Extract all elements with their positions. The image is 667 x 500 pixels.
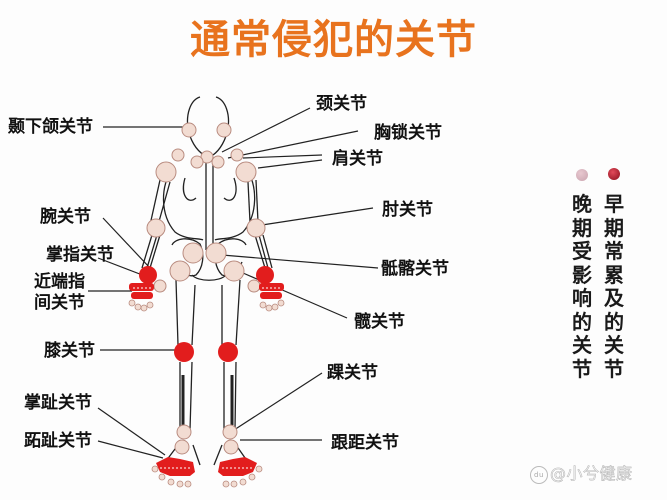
- label-wrist-joint: 腕关节: [40, 207, 91, 227]
- label-mtp-joint: 掌趾关节: [24, 393, 92, 413]
- label-shoulder-joint: 肩关节: [332, 149, 383, 169]
- tmj-right-joint: [216, 122, 232, 138]
- shoulder-right-joint: [235, 161, 257, 183]
- elbow-left-joint: [146, 218, 166, 238]
- label-elbow-joint: 肘关节: [382, 200, 433, 220]
- label-knee-joint: 膝关节: [44, 341, 95, 361]
- hand-highlights: [133, 287, 281, 469]
- thumb-right-joint: [247, 279, 261, 293]
- diagram-title: 通常侵犯的关节: [190, 17, 477, 63]
- tmj-left-joint: [181, 122, 197, 138]
- label-subtalar-joint: 跟距关节: [331, 433, 399, 453]
- knee-right-joint: [218, 342, 238, 362]
- knee-left-joint: [174, 342, 194, 362]
- watermark-text: @小兮健康: [550, 464, 633, 484]
- acromioclavicular-left-joint: [171, 148, 185, 162]
- elbow-right-joint: [246, 218, 266, 238]
- watermark: du@小兮健康: [530, 460, 633, 484]
- shoulder-left-joint: [155, 161, 177, 183]
- pale-pink-dot-icon: [576, 169, 588, 181]
- pip-left-joints: [131, 292, 153, 299]
- mtp-left-joints: [156, 457, 195, 476]
- sternoclavicular-left-joint: [190, 155, 204, 169]
- sacroiliac-left-joint: [182, 242, 204, 264]
- acromioclavicular-right-joint: [230, 148, 244, 162]
- label-neck-joint: 颈关节: [316, 94, 367, 114]
- pip-right-joints: [260, 292, 282, 299]
- subtalar-left-joint: [174, 439, 190, 455]
- early-joints: [129, 266, 284, 476]
- legend-early-text: 早期常累及的关节: [604, 192, 624, 381]
- hip-left-joint: [169, 260, 191, 282]
- dark-red-dot-icon: [608, 168, 620, 180]
- sternoclavicular-right-joint: [211, 155, 225, 169]
- wrist-right-joint: [256, 266, 274, 284]
- wrist-left-joint: [139, 266, 157, 284]
- sacroiliac-right-joint: [205, 242, 227, 264]
- late-joints: [128, 122, 285, 488]
- thumb-left-joint: [153, 279, 167, 293]
- hip-right-joint: [223, 260, 245, 282]
- label-pip-joint-line2: 间关节: [34, 293, 85, 313]
- subtalar-right-joint: [223, 439, 239, 455]
- label-mcp-joint: 掌指关节: [46, 245, 114, 265]
- ankle-right-joint: [222, 424, 238, 440]
- mtp-right-joints: [218, 457, 257, 476]
- label-pip-joint-line1: 近端指: [34, 272, 85, 292]
- mcp-left-joints: [129, 283, 154, 291]
- ankle-left-joint: [176, 424, 192, 440]
- baidu-paw-icon: du: [530, 465, 548, 484]
- legend-late-text: 晚期受影响的关节: [572, 192, 592, 381]
- label-temporomandibular-joint: 颞下颌关节: [8, 117, 93, 137]
- mcp-right-joints: [259, 283, 284, 291]
- label-sternoclavicular-joint: 胸锁关节: [374, 123, 442, 143]
- leader-lines: [88, 107, 379, 459]
- label-ankle-joint: 踝关节: [327, 363, 378, 383]
- label-sacroiliac-joint: 骶髂关节: [381, 259, 449, 279]
- label-hip-joint: 髋关节: [354, 312, 405, 332]
- label-toe-ip-joint: 跖趾关节: [24, 431, 92, 451]
